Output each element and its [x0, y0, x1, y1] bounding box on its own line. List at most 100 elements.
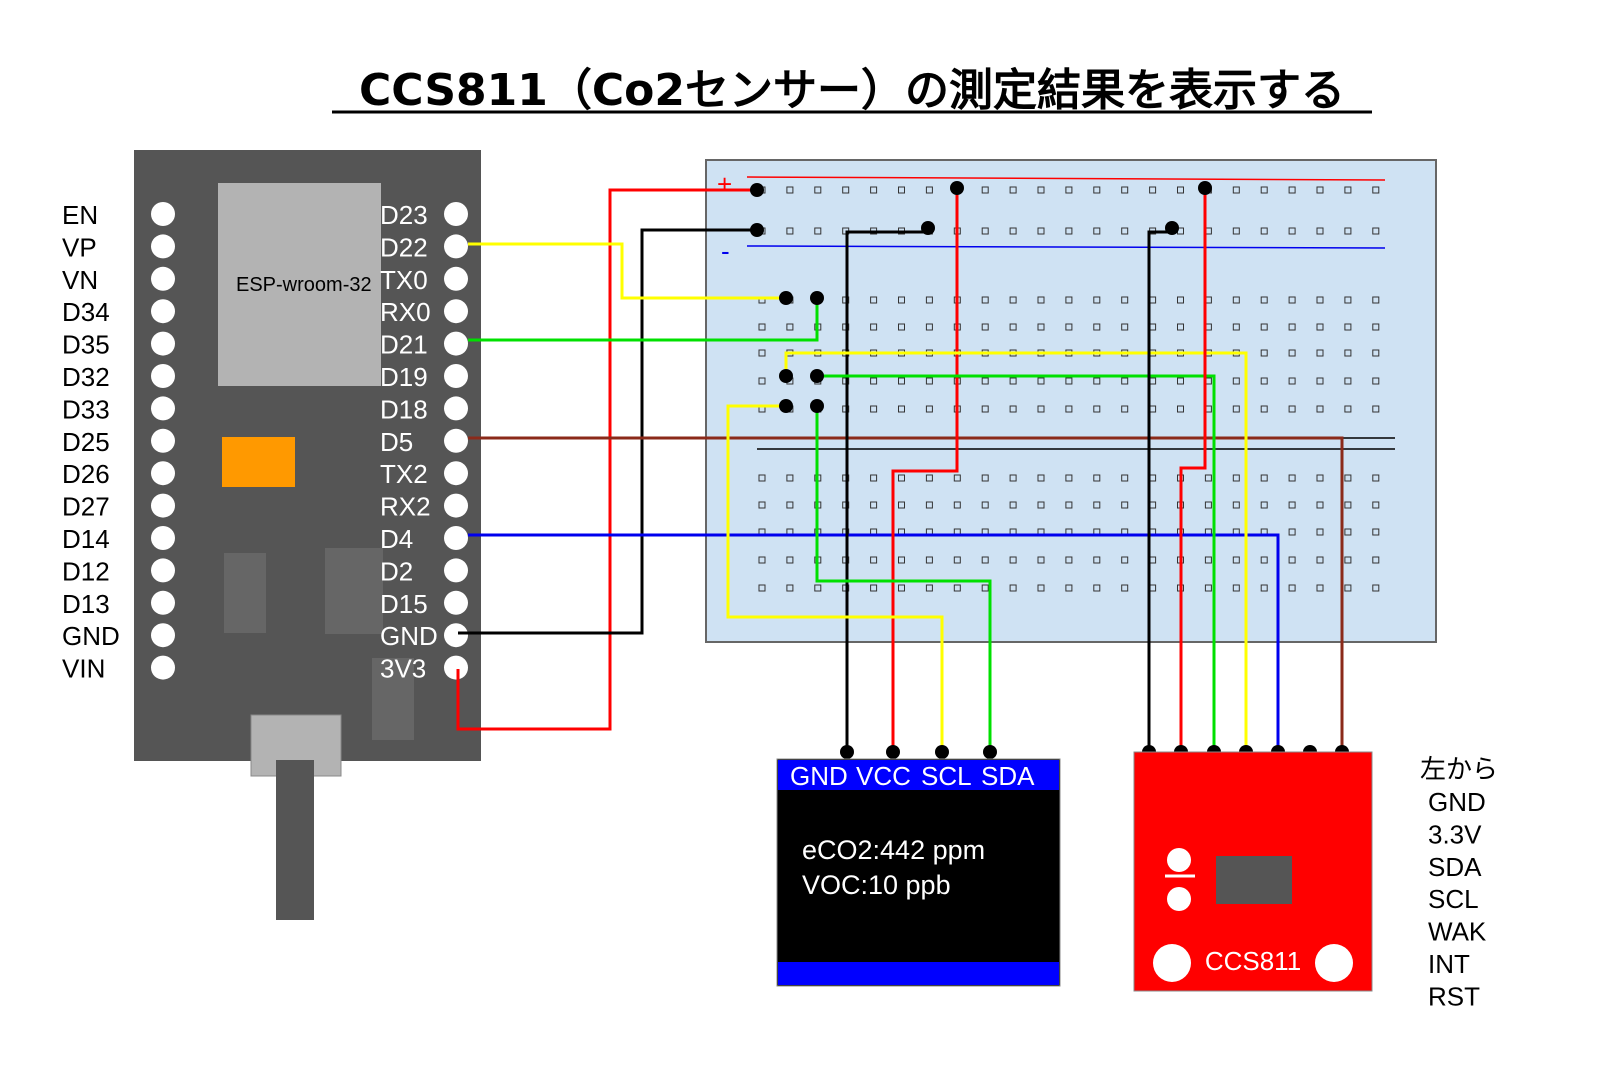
breadboard-hole [1093, 186, 1101, 194]
esp-pin-hole [151, 202, 175, 226]
breadboard-hole [1232, 323, 1240, 331]
esp-pin-hole [151, 364, 175, 388]
breadboard-hole [758, 349, 766, 357]
breadboard-hole [1009, 556, 1017, 564]
esp-right-pin-label: D18 [380, 394, 428, 424]
wire-i2c-yellow-jumper [784, 351, 1248, 748]
ccs-chip [1216, 856, 1292, 904]
wire-3v3-to-plus-rail [456, 188, 757, 731]
breadboard-hole [1344, 227, 1352, 235]
breadboard-hole [1316, 296, 1324, 304]
esp-component-3 [372, 658, 414, 740]
breadboard-hole [1037, 556, 1045, 564]
ccs-note-pin: SDA [1428, 852, 1482, 882]
breadboard-hole [1121, 296, 1129, 304]
breadboard-hole [1344, 349, 1352, 357]
breadboard-hole [870, 474, 878, 482]
breadboard-hole [1288, 556, 1296, 564]
breadboard-hole [786, 501, 794, 509]
breadboard-hole [1260, 584, 1268, 592]
breadboard-hole [1316, 405, 1324, 413]
esp-right-pin-label: D5 [380, 427, 413, 457]
esp-right-pin-labels: D23D22TX0RX0D21D19D18D5TX2RX2D4D2D15GND3… [380, 200, 438, 684]
esp-pin-hole [444, 558, 468, 583]
breadboard-hole [870, 501, 878, 509]
esp-pin-hole [444, 493, 468, 518]
breadboard-hole [758, 501, 766, 509]
breadboard-hole [870, 296, 878, 304]
esp-right-pin-label: RX2 [380, 492, 431, 522]
breadboard-hole [1372, 501, 1380, 509]
breadboard-hole [981, 501, 989, 509]
breadboard-hole [1260, 501, 1268, 509]
esp-pin-hole [151, 299, 175, 324]
breadboard-hole [1065, 296, 1073, 304]
breadboard-hole [1232, 186, 1240, 194]
oled-footer-bar [778, 962, 1059, 985]
plus-symbol: + [717, 169, 732, 199]
esp-pin-hole [444, 461, 468, 486]
breadboard-hole [1288, 377, 1296, 385]
esp-pin-hole [151, 590, 175, 615]
esp-pin-hole [151, 526, 175, 550]
ccs-note-pin: SCL [1428, 884, 1479, 914]
esp-component-1 [224, 553, 266, 633]
esp-pin-hole [444, 526, 468, 550]
breadboard-hole [1093, 501, 1101, 509]
breadboard-hole [1288, 584, 1296, 592]
breadboard-hole [1288, 528, 1296, 536]
oled-pin-scl: SCL [921, 761, 972, 791]
breadboard-hole [1121, 377, 1129, 385]
breadboard-hole [898, 186, 905, 194]
esp-right-pin-label: D4 [380, 524, 413, 554]
esp-left-pin-label: D13 [62, 589, 110, 619]
breadboard-hole [1232, 296, 1240, 304]
wire-oled-sda [815, 406, 992, 756]
ccs-note-pin: INT [1428, 949, 1470, 979]
breadboard-hole [1037, 227, 1045, 235]
breadboard-hole [1093, 584, 1101, 592]
esp-right-pin-label: D2 [380, 556, 413, 586]
breadboard-hole [1232, 501, 1240, 509]
esp-pin-hole [444, 234, 468, 259]
breadboard-hole [1372, 323, 1380, 331]
breadboard-hole [1121, 227, 1129, 235]
wire-d5-brown [468, 436, 1344, 748]
breadboard-hole [1372, 296, 1380, 304]
wires [456, 188, 1344, 756]
wire-oled-vcc [891, 188, 959, 756]
breadboard-hole [1037, 323, 1045, 331]
breadboard-hole [1260, 405, 1268, 413]
breadboard-hole [981, 186, 989, 194]
esp-left-pin-label: D32 [62, 362, 110, 392]
esp-pin-hole [444, 590, 468, 615]
breadboard-hole [758, 323, 766, 331]
breadboard-hole [1204, 501, 1212, 509]
breadboard-hole [870, 556, 878, 564]
ccs-mount-hole-left [1153, 944, 1191, 982]
breadboard-hole [981, 474, 989, 482]
esp-right-pin-label: D21 [380, 330, 428, 360]
breadboard-hole [1316, 528, 1324, 536]
esp-right-pin-label: GND [380, 621, 438, 651]
breadboard-hole [1260, 377, 1268, 385]
breadboard-hole [786, 584, 794, 592]
breadboard-hole [786, 227, 794, 235]
usb-cable [276, 760, 314, 920]
minus-rail-line [746, 245, 1386, 249]
ccs-note-title: 左から [1420, 754, 1498, 784]
ccs-dot-top [1167, 848, 1191, 872]
breadboard-hole [1316, 501, 1324, 509]
orange-led [222, 437, 295, 487]
breadboard-hole [1065, 323, 1073, 331]
breadboard-hole [1316, 349, 1324, 357]
esp-right-pin-label: D23 [380, 200, 428, 230]
ccs-mount-hole-right [1315, 944, 1353, 982]
esp-pin-hole [444, 202, 468, 226]
esp-pin-hole [444, 266, 468, 291]
breadboard-hole [925, 474, 933, 482]
breadboard-hole [1065, 474, 1073, 482]
breadboard-hole [1009, 501, 1017, 509]
breadboard-hole [1121, 501, 1129, 509]
breadboard-hole [1344, 186, 1352, 194]
